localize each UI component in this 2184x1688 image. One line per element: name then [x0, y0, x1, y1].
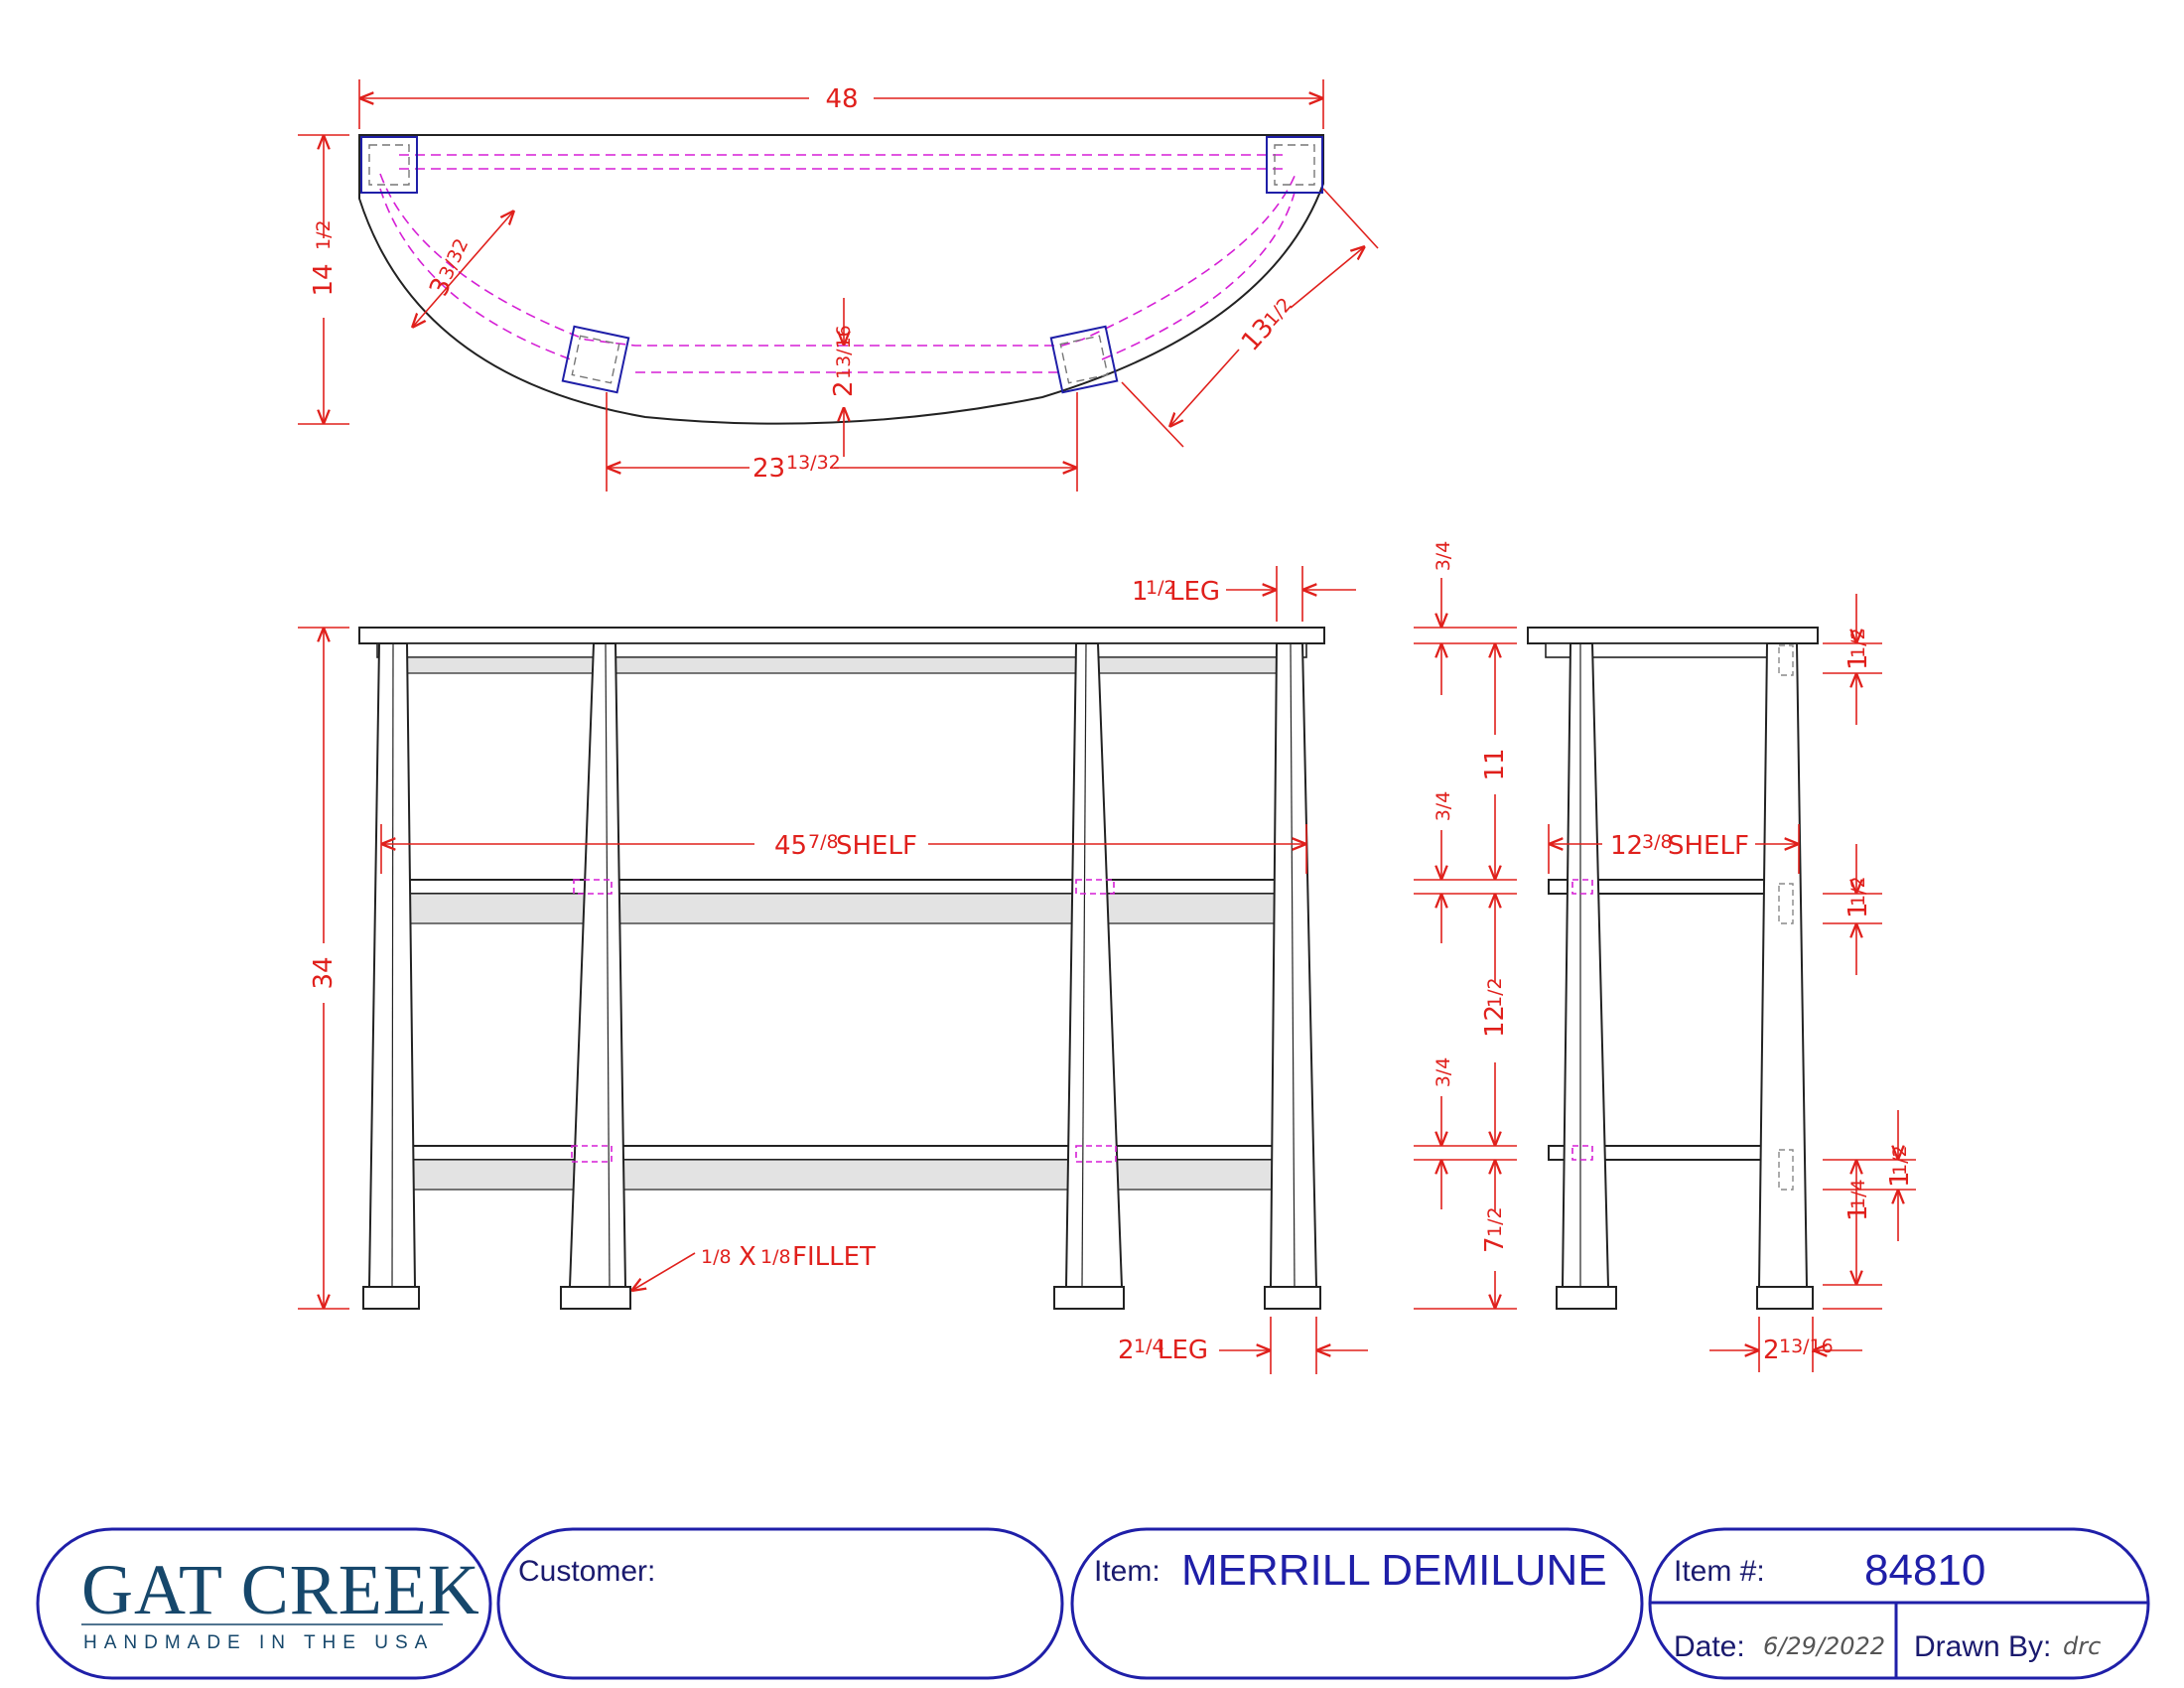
itemno-label: Item #: [1674, 1555, 1765, 1588]
fillet-a: 1/8 [701, 1246, 732, 1268]
date-label: Date: [1674, 1630, 1745, 1663]
dim-gap3-frac: 1/2 [1484, 1206, 1506, 1237]
dim-side-top-text: 3/4 [1433, 541, 1454, 572]
front-leg-2 [560, 642, 631, 1310]
tb-logo-box [36, 1527, 492, 1680]
side-top [1527, 627, 1819, 644]
plan-leg-back-right [1266, 136, 1323, 194]
dim-gap2-frac: 1/2 [1484, 977, 1506, 1008]
front-shelf-1 [380, 879, 1307, 895]
dim-gap-frac: 13/16 [833, 325, 855, 379]
front-leg-4 [1264, 642, 1321, 1310]
side-leg-front [1556, 642, 1617, 1310]
dim-34-text: 34 [309, 956, 339, 989]
dim-gap1-text: 11 [1480, 748, 1510, 780]
dim-ap4-frac: 1/2 [1889, 1145, 1911, 1176]
dim-topleg-whole: 1 [1132, 577, 1149, 607]
dim-depth-text: 14 [309, 263, 339, 296]
drawnby-value: drc [2063, 1632, 2101, 1660]
dim-gap3-text: 7 [1480, 1236, 1510, 1253]
plan-top-outline [358, 134, 1324, 425]
dim-gap-text: 2 [829, 380, 859, 397]
side-leg-back [1756, 642, 1814, 1310]
dim-spacing-text: 23 [752, 454, 785, 484]
front-shelf-2-back [412, 1159, 1280, 1191]
dim-shelf-whole: 45 [774, 831, 807, 861]
front-shelf-2 [380, 1145, 1307, 1161]
fillet-x: X [739, 1242, 756, 1272]
dim-botleg-whole: 2 [1118, 1336, 1135, 1365]
dim-depth-frac: 1/2 [313, 219, 335, 250]
plan-front-apron-hidden [379, 173, 1297, 347]
fillet-b: 1/8 [760, 1246, 791, 1268]
fillet-leader [631, 1252, 696, 1291]
dim-sh2-text: 3/4 [1433, 1057, 1454, 1088]
dim-sideshelf-frac: 3/8 [1642, 831, 1673, 853]
dim-shelf-word: SHELF [836, 831, 917, 861]
dim-side-ext-b [1121, 381, 1184, 448]
front-view: 34 1 1/2 LEG 45 7/8 SHELF 1/8 X 1/8 FILL… [298, 566, 1368, 1374]
logo-text: GAT CREEK [81, 1550, 480, 1629]
front-top [358, 627, 1325, 644]
front-shelf-back-top [406, 656, 1282, 674]
dim-sideshelf-word: SHELF [1668, 831, 1749, 861]
front-shelf-1-back [408, 893, 1280, 924]
dim-ap1-text: 1 [1843, 653, 1873, 670]
plan-leg-front-right [1049, 325, 1119, 394]
plan-leg-back-left [360, 136, 418, 194]
fillet-word: FILLET [792, 1242, 876, 1272]
dim-side-ext-a [1322, 188, 1379, 249]
front-leg-3 [1053, 642, 1125, 1310]
item-value: MERRILL DEMILUNE [1181, 1546, 1607, 1595]
date-value: 6/29/2022 [1763, 1632, 1885, 1660]
dim-botleg-word: LEG [1158, 1336, 1208, 1365]
dim-foot-frac: 13/16 [1779, 1336, 1834, 1357]
side-joinery-hidden [1571, 879, 1593, 1161]
dim-48-text: 48 [825, 84, 858, 114]
front-apron-top [376, 642, 1307, 658]
dim-sideshelf-whole: 12 [1610, 831, 1643, 861]
dim-offset-line [412, 211, 514, 328]
dim-gap2-text: 12 [1480, 1005, 1510, 1038]
dim-side-line-b [1169, 349, 1240, 427]
dim-sh1-text: 3/4 [1433, 791, 1454, 822]
front-joinery-hidden [571, 879, 1117, 1163]
side-dim-ext-lines [1414, 627, 1517, 1310]
plan-leg-front-left [561, 325, 630, 394]
dim-ap1-frac: 1/2 [1847, 628, 1869, 658]
dim-foot-whole: 2 [1763, 1336, 1780, 1365]
dim-ap3-text: 1 [1843, 1204, 1873, 1221]
dim-botleg-frac: 1/4 [1134, 1336, 1164, 1357]
drawnby-label: Drawn By: [1914, 1630, 2051, 1663]
dim-topleg-frac: 1/2 [1146, 577, 1176, 599]
front-leg-1 [362, 642, 420, 1310]
dim-ap3-frac: 1/4 [1847, 1179, 1869, 1209]
dim-ap2-text: 1 [1843, 902, 1873, 918]
customer-label: Customer: [518, 1555, 655, 1588]
side-right-dim-lines [1823, 642, 1916, 1310]
tb-item-box [1070, 1527, 1644, 1680]
tb-customer-box [496, 1527, 1064, 1680]
plan-view: 48 14 1/2 3 3/32 2 13/16 13 1/2 [298, 79, 1379, 492]
logo-sub: HANDMADE IN THE USA [83, 1632, 434, 1653]
side-hidden-mortises [1778, 644, 1794, 1191]
dim-spacing-frac: 13/32 [786, 452, 841, 474]
dim-offset-frac: 3/32 [435, 235, 473, 283]
item-label: Item: [1094, 1555, 1160, 1588]
dim-topleg-word: LEG [1169, 577, 1220, 607]
dim-ap4-text: 1 [1885, 1171, 1915, 1188]
title-block: GAT CREEK HANDMADE IN THE USA Customer: … [36, 1527, 2150, 1680]
dim-ap2-frac: 1/2 [1847, 876, 1869, 907]
side-view: 3/4 11 3/4 12 1/2 3/4 7 1/2 12 3/8 [1414, 541, 1916, 1372]
itemno-value: 84810 [1864, 1546, 1985, 1595]
dim-shelf-frac: 7/8 [808, 831, 839, 853]
dim-side-line-a [1290, 246, 1365, 309]
